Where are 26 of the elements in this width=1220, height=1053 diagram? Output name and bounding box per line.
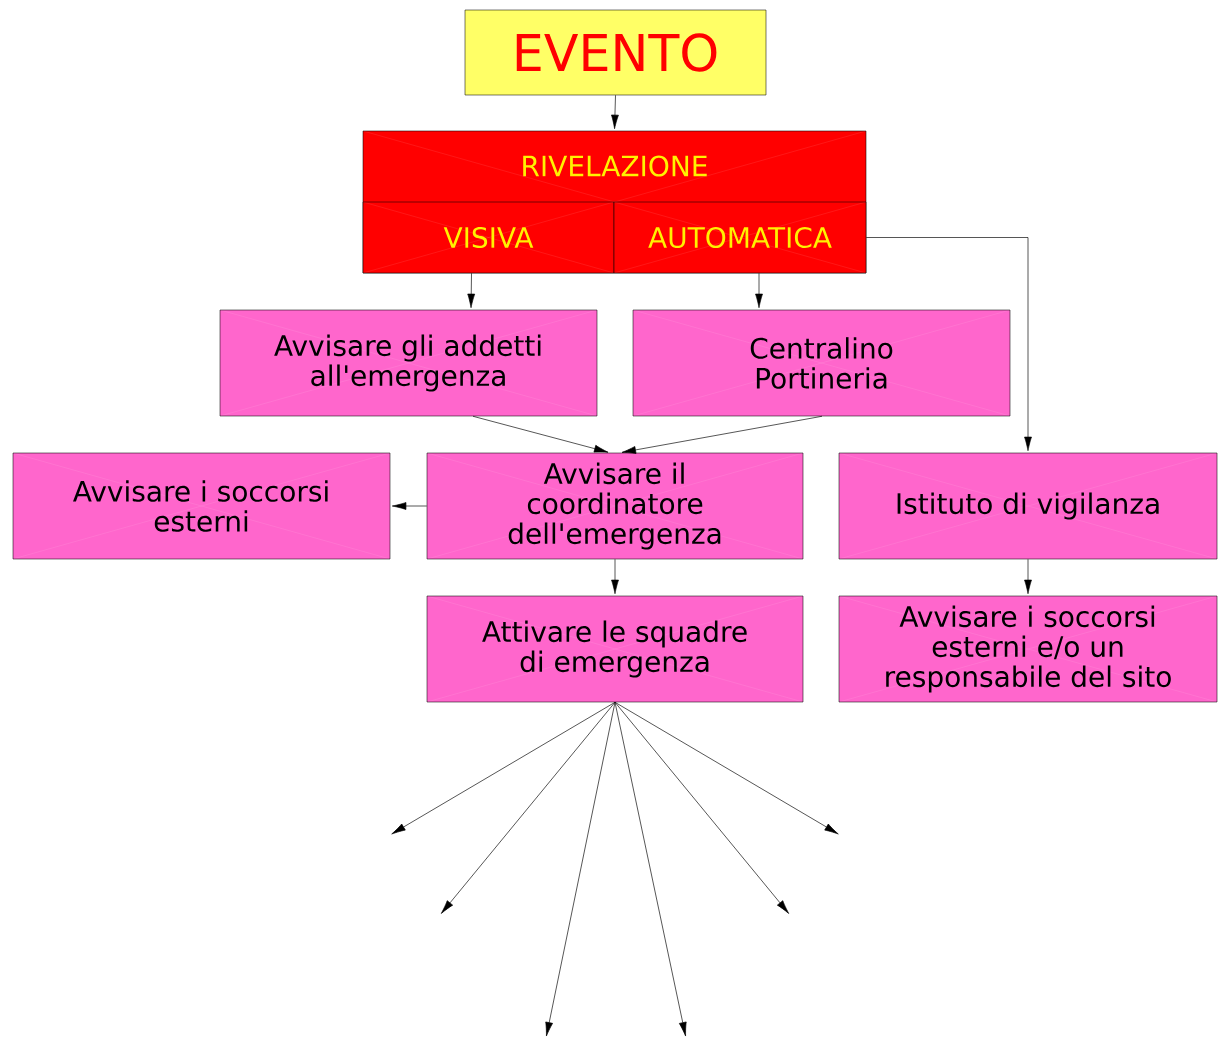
process-box: Avvisare i soccorsi esterni bbox=[12, 452, 391, 560]
arrow bbox=[467, 272, 476, 309]
arrow bbox=[472, 415, 609, 453]
arrow bbox=[391, 502, 428, 510]
process-box: Attivare le squadre di emergenza bbox=[426, 595, 804, 703]
arrow bbox=[621, 415, 823, 454]
detection-cell: VISIVA bbox=[362, 201, 615, 274]
arrow bbox=[440, 701, 616, 914]
process-box: Avvisare i soccorsi esterni e/o un responsabile del sito bbox=[838, 595, 1218, 703]
arrow bbox=[1024, 558, 1032, 595]
node-label: VISIVA bbox=[443, 226, 534, 249]
arrow bbox=[611, 94, 619, 130]
arrow bbox=[391, 701, 616, 835]
arrow bbox=[865, 237, 1032, 452]
arrow bbox=[755, 272, 763, 309]
arrow bbox=[611, 558, 619, 595]
event-box: EVENTO bbox=[464, 9, 767, 96]
process-box: Istituto di vigilanza bbox=[838, 452, 1218, 560]
arrow bbox=[614, 701, 839, 835]
process-box: Avvisare gli addetti all'emergenza bbox=[219, 309, 598, 417]
process-box: Avvisare il coordinatore dell'emergenza bbox=[426, 452, 804, 560]
arrow bbox=[545, 701, 616, 1037]
arrow bbox=[614, 701, 687, 1037]
arrow bbox=[614, 701, 790, 914]
detection-cell: AUTOMATICA bbox=[613, 201, 867, 274]
process-box: Centralino Portineria bbox=[632, 309, 1011, 417]
